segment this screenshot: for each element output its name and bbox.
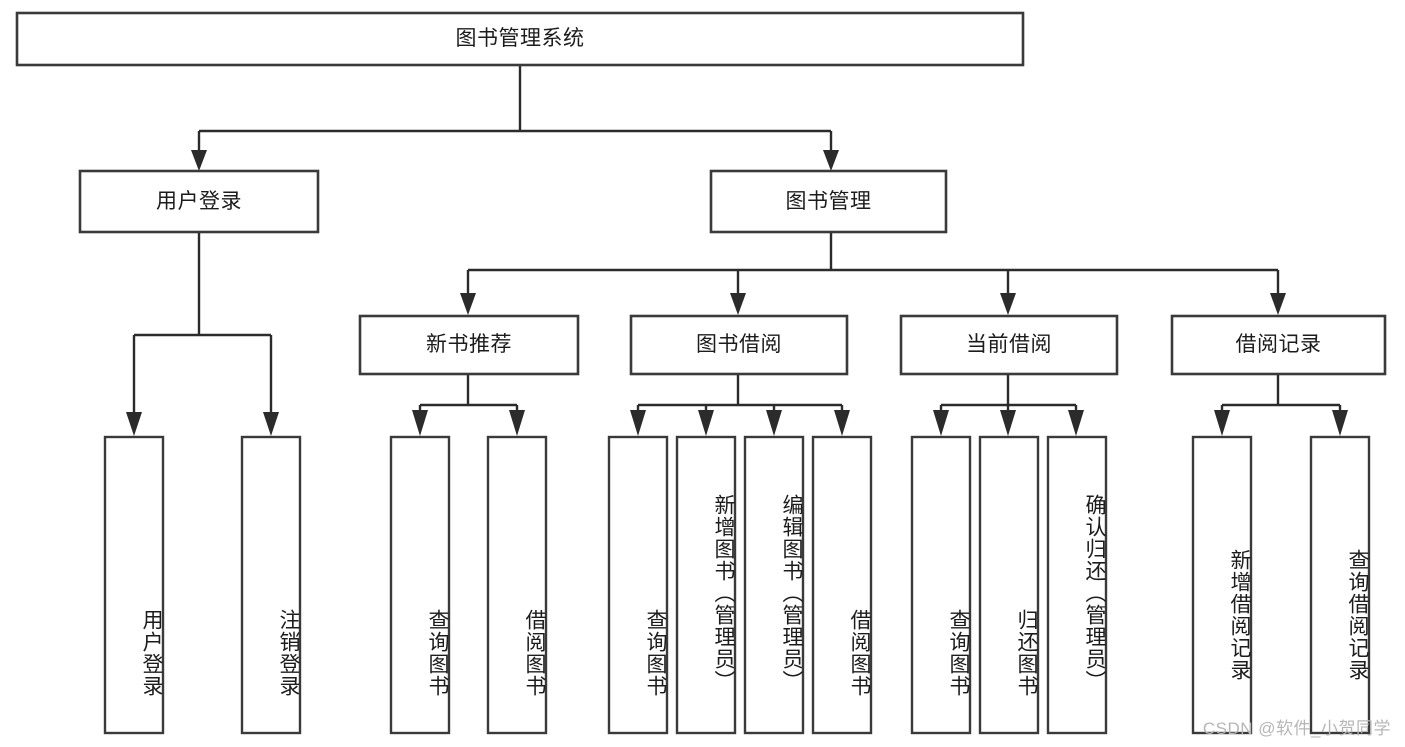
node-box-leaf-borrow-record-2[interactable]	[1309, 435, 1371, 735]
watermark-text: CSDN @软件_小贺同学	[1202, 719, 1391, 738]
arrow-head-leaf-book-borrow-3	[766, 410, 782, 436]
node-box-leaf-book-borrow-2[interactable]	[675, 435, 737, 735]
arrow-head-leaf-current-borrow-3	[1068, 410, 1084, 436]
node-box-borrow-record[interactable]	[1170, 314, 1387, 376]
arrow-head-leaf-book-borrow-4	[834, 410, 850, 436]
node-box-leaf-current-borrow-1[interactable]	[910, 435, 972, 735]
node-box-leaf-book-borrow-3[interactable]	[743, 435, 805, 735]
arrow-head-current-borrow	[1000, 293, 1016, 315]
node-box-leaf-current-borrow-3[interactable]	[1046, 435, 1108, 735]
arrow-head-leaf-book-borrow-2	[698, 410, 714, 436]
arrow-head-leaf-borrow-record-2	[1332, 410, 1348, 436]
node-box-new-book[interactable]	[358, 314, 580, 376]
arrow-head-borrow-record	[1270, 293, 1286, 315]
node-box-leaf-book-borrow-1[interactable]	[607, 435, 669, 735]
node-box-leaf-new-book-1[interactable]	[389, 435, 451, 735]
node-box-book-borrow[interactable]	[629, 314, 849, 376]
connectors	[126, 65, 1348, 436]
arrow-head-leaf-current-borrow-1	[933, 410, 949, 436]
arrow-head-leaf-new-book-2	[509, 410, 525, 436]
node-box-leaf-book-borrow-4[interactable]	[811, 435, 873, 735]
node-box-book-manage[interactable]	[709, 169, 948, 234]
arrow-head-leaf-user-login-1	[126, 412, 142, 436]
arrow-head-book-manage	[823, 150, 839, 171]
arrow-head-leaf-user-login-2	[263, 412, 279, 436]
node-box-user-login[interactable]	[78, 169, 320, 234]
arrow-head-leaf-new-book-1	[412, 410, 428, 436]
node-box-leaf-borrow-record-1[interactable]	[1191, 435, 1253, 735]
node-box-leaf-current-borrow-2[interactable]	[978, 435, 1040, 735]
arrow-head-leaf-borrow-record-1	[1214, 410, 1230, 436]
node-box-leaf-user-login-2[interactable]	[240, 435, 302, 735]
node-box-leaf-user-login-1[interactable]	[103, 435, 165, 735]
node-box-root[interactable]	[15, 11, 1025, 67]
arrow-head-leaf-current-borrow-2	[1000, 410, 1016, 436]
arrow-head-user-login	[191, 150, 207, 171]
arrow-head-new-book	[460, 293, 476, 315]
arrow-head-book-borrow	[730, 293, 746, 315]
arrow-head-leaf-book-borrow-1	[630, 410, 646, 436]
node-boxes	[15, 11, 1387, 735]
node-box-current-borrow[interactable]	[899, 314, 1119, 376]
node-box-leaf-new-book-2[interactable]	[486, 435, 548, 735]
